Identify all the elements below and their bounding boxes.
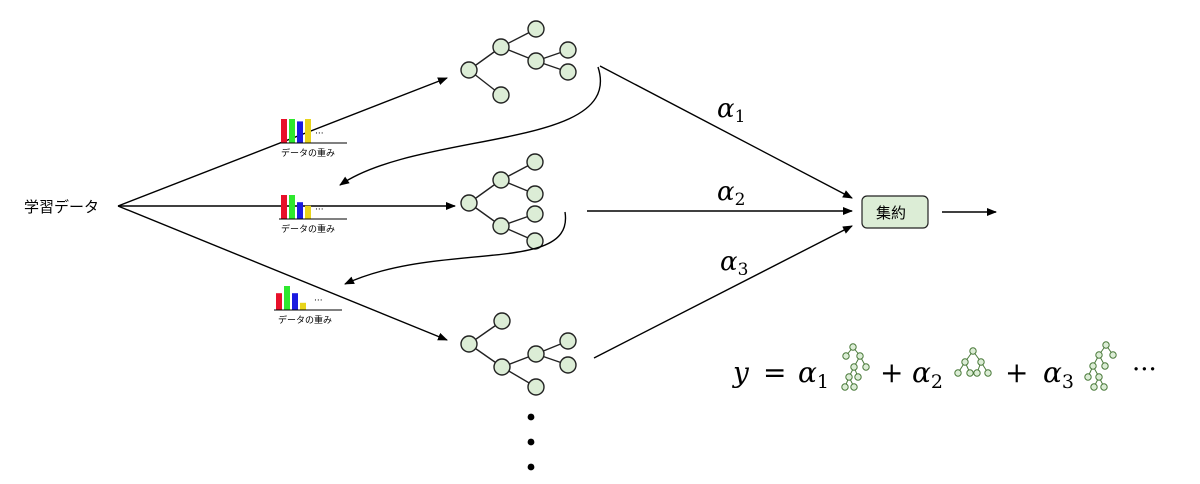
weight-bar <box>281 119 287 143</box>
formula-plus: + <box>1005 356 1028 389</box>
formula-term-3: α3 <box>1043 356 1074 393</box>
formula-plus: + <box>880 356 903 389</box>
weight-ellipsis: ··· <box>315 205 324 215</box>
tree-node <box>492 86 510 104</box>
weight-bar <box>297 121 303 143</box>
weight-bars-1: ··· データの重み <box>279 119 347 159</box>
tree-node <box>526 205 544 223</box>
weight-bar <box>305 119 311 143</box>
weight-bar <box>292 293 298 310</box>
alpha-1-label: α1 <box>717 94 745 127</box>
arrow-tree3-to-aggregator <box>593 225 853 359</box>
tree-node <box>493 312 511 330</box>
mini-tree-1-icon <box>841 343 870 391</box>
tree-node <box>559 63 577 81</box>
alpha-2-label: α2 <box>717 177 745 210</box>
weight-bar <box>289 195 295 219</box>
decision-tree-3 <box>460 312 577 396</box>
formula-term-1: α1 <box>798 356 829 393</box>
weight-bar <box>281 195 287 219</box>
tree-node <box>460 335 478 353</box>
arrow-to-tree-3 <box>117 205 448 341</box>
alpha-3-label: α3 <box>720 247 748 280</box>
formula-lhs: y <box>731 356 750 389</box>
tree-node <box>527 52 545 70</box>
tree-node <box>559 356 577 374</box>
weight-bar <box>297 202 303 219</box>
ensemble-formula: y = α1 + α2 + α3 <box>731 341 1157 393</box>
tree-node <box>527 378 545 396</box>
tree-node <box>559 41 577 59</box>
tree-node <box>526 153 544 171</box>
formula-ellipsis: ··· <box>1132 355 1157 385</box>
ellipsis-dot <box>527 463 535 471</box>
arrow-tree1-to-aggregator <box>599 65 853 199</box>
weight-ellipsis: ··· <box>314 296 323 306</box>
weight-label: データの重み <box>281 223 335 235</box>
formula-equals: = <box>763 356 786 389</box>
weight-bars-2: ··· データの重み <box>279 195 347 235</box>
weight-label: データの重み <box>278 314 332 326</box>
weight-bar <box>276 293 282 310</box>
weight-bar <box>300 302 306 310</box>
feedback-arrow-2 <box>344 211 567 285</box>
weight-label: データの重み <box>281 147 335 159</box>
feedback-arrow-1 <box>339 66 602 186</box>
tree-node <box>492 217 510 235</box>
ellipsis-dot <box>527 438 535 446</box>
tree-node <box>527 345 545 363</box>
tree-node <box>492 38 510 56</box>
weight-bar <box>284 286 290 310</box>
tree-node <box>460 194 478 212</box>
weight-ellipsis: ··· <box>315 129 324 139</box>
decision-tree-1 <box>460 20 577 104</box>
weight-bar <box>305 205 311 219</box>
tree-node <box>493 358 511 376</box>
decision-tree-2 <box>460 153 544 250</box>
tree-node <box>492 171 510 189</box>
tree-node <box>559 332 577 350</box>
tree-node <box>526 185 544 203</box>
mini-tree-3-icon <box>1084 341 1117 391</box>
aggregator-box: 集約 <box>861 195 929 229</box>
training-data-label: 学習データ <box>24 198 99 216</box>
weight-bars-3: ··· データの重み <box>274 286 342 326</box>
formula-term-2: α2 <box>912 356 943 393</box>
mini-tree-2-icon <box>954 347 992 377</box>
aggregator-label: 集約 <box>876 204 906 222</box>
tree-node <box>460 61 478 79</box>
tree-node <box>527 20 545 38</box>
ellipsis-dot <box>527 413 535 421</box>
weight-bar <box>289 119 295 143</box>
